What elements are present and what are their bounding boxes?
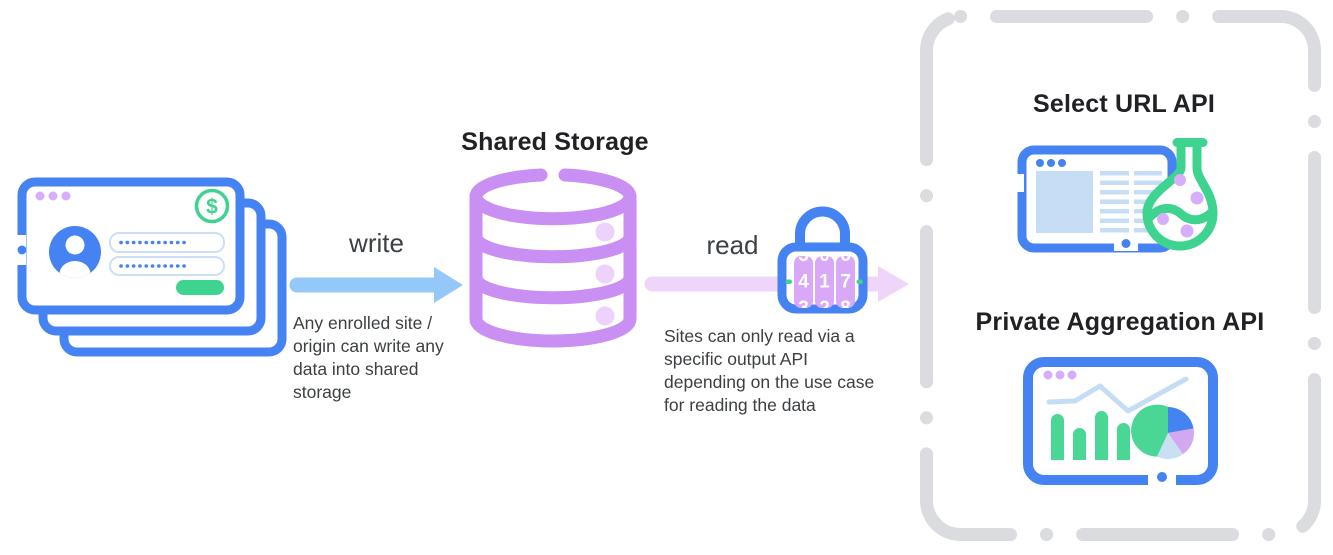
read-label: read [706, 230, 759, 260]
private-aggregation-api-icon [1023, 357, 1218, 486]
border-dot [1121, 239, 1131, 248]
dollar-icon: $ [194, 188, 230, 224]
database-icon [469, 168, 637, 348]
browser-stack-icon: $ [13, 177, 287, 357]
password-field-1 [109, 232, 225, 253]
private-aggregation-api-title: Private Aggregation API [975, 308, 1265, 336]
lock-wheel: 5 4 3 [794, 256, 813, 308]
dollar-glyph: $ [206, 196, 218, 219]
window-traffic-dots [1043, 370, 1077, 380]
wheel-digit-partial: 3 [794, 299, 813, 308]
content-block [1036, 171, 1093, 233]
write-caption: Any enrolled site / origin can write any… [293, 313, 444, 402]
border-dot [1157, 472, 1167, 482]
lock-wheel: 6 7 8 [836, 256, 855, 308]
lock-combination: 5 4 3 0 1 2 6 7 8 [794, 256, 855, 308]
flask-bubbles [1157, 174, 1204, 238]
border-break [1014, 174, 1024, 192]
select-url-api-icon [1014, 138, 1218, 253]
avatar-icon [49, 226, 101, 278]
window-traffic-dots [35, 191, 71, 201]
wheel-digit-partial: 2 [815, 299, 834, 308]
bar-chart [1051, 411, 1130, 460]
write-arrow-icon [289, 267, 463, 303]
output-apis-dashed-container [920, 10, 1321, 541]
write-label: write [349, 228, 404, 258]
line-chart [1046, 376, 1189, 414]
wheel-digit: 7 [840, 271, 851, 293]
border-dot [17, 245, 27, 255]
lock-dash-right [856, 279, 863, 284]
password-field-2 [109, 256, 225, 276]
window-traffic-dots [1036, 159, 1066, 167]
wheel-digit-partial: 5 [794, 256, 813, 265]
read-caption: Sites can only read via a specific outpu… [664, 326, 875, 415]
pie-chart [1131, 404, 1194, 460]
lock-shackle [795, 206, 850, 248]
wheel-digit: 1 [819, 271, 830, 293]
submit-button-shape [176, 280, 224, 295]
database-row-dots [595, 222, 615, 326]
lock-wheel: 0 1 2 [815, 256, 834, 308]
wheel-digit: 4 [798, 271, 809, 293]
select-url-api-title: Select URL API [1032, 90, 1216, 118]
lock-dash-left [785, 279, 792, 284]
wheel-digit-partial: 8 [836, 299, 855, 308]
wheel-digit-partial: 6 [836, 256, 855, 265]
wheel-digit-partial: 0 [815, 256, 834, 265]
flask-icon [1142, 138, 1218, 251]
shared-storage-title: Shared Storage [461, 128, 649, 156]
